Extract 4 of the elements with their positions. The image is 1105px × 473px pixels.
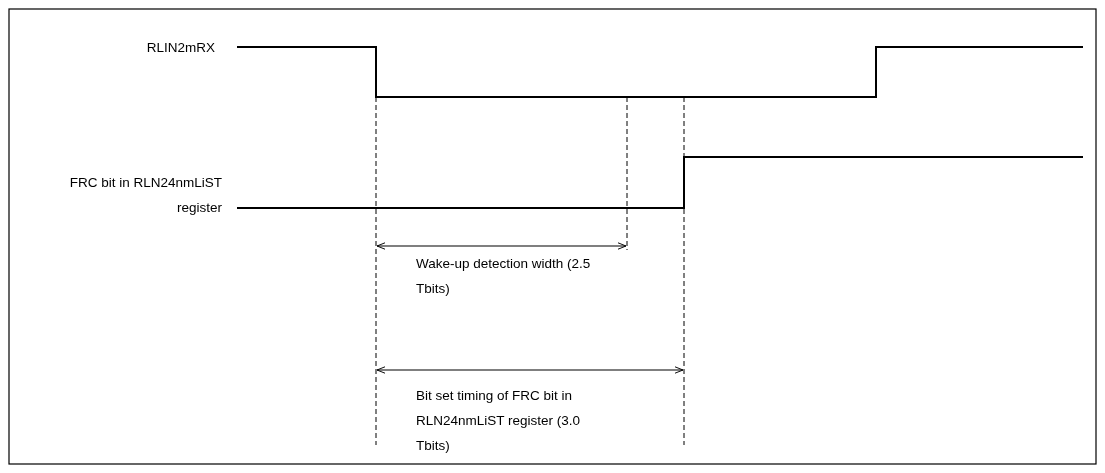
signal-label: RLIN2mRX (145, 39, 215, 57)
signal-label: FRC bit in RLN24nmLiST register (68, 174, 222, 217)
dimension-label: Wake-up detection width (2.5 Tbits) (416, 255, 592, 298)
dimension-label: Bit set timing of FRC bit in RLN24nmLiST register (3.0 Tbits) (416, 387, 582, 455)
